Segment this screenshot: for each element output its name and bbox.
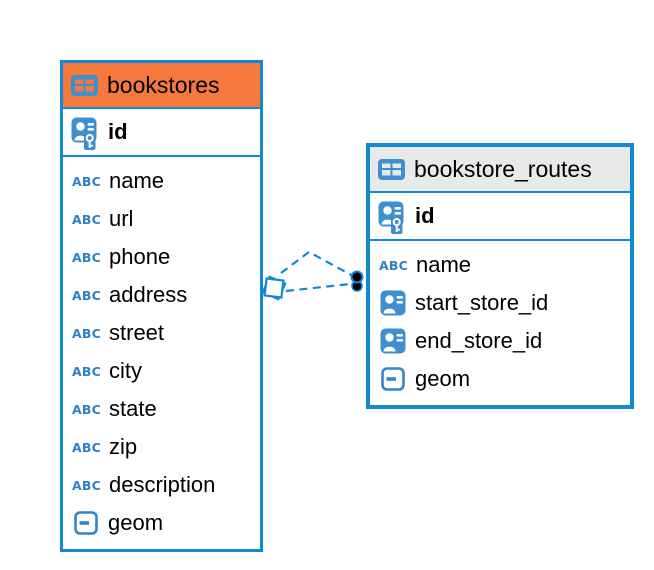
column-row-geom[interactable]: geom <box>63 504 260 542</box>
text-type-icon: ABC <box>72 287 101 303</box>
table-bookstore-routes[interactable]: bookstore_routes id ABC name start_store_i… <box>366 143 634 409</box>
column-row-start_store_id[interactable]: start_store_id <box>370 284 630 322</box>
reference-type-icon <box>378 289 408 317</box>
geometry-type-icon <box>71 509 101 537</box>
fk-line-lower[interactable] <box>285 282 351 293</box>
column-row-geom[interactable]: geom <box>370 360 630 398</box>
column-name: url <box>109 206 134 231</box>
text-type-icon: ABC <box>72 439 101 455</box>
column-name: end_store_id <box>415 328 543 353</box>
geometry-type-icon <box>378 365 408 393</box>
column-row-description[interactable]: ABC description <box>63 466 260 504</box>
column-row-zip[interactable]: ABC zip <box>63 428 260 466</box>
text-type-icon: ABC <box>72 401 101 417</box>
column-name: start_store_id <box>415 290 549 315</box>
column-name: geom <box>415 366 471 391</box>
column-row-street[interactable]: ABC street <box>63 314 260 352</box>
primary-key-name: id <box>108 119 128 144</box>
column-name: zip <box>109 434 138 459</box>
column-name: city <box>109 358 142 383</box>
column-name: geom <box>108 510 164 535</box>
text-type-icon: ABC <box>72 249 101 265</box>
text-type-icon: ABC <box>72 477 101 493</box>
primary-key-name: id <box>415 203 435 228</box>
relationship-connector[interactable] <box>250 235 375 325</box>
primary-key-row[interactable]: id <box>63 109 260 157</box>
table-header[interactable]: bookstore_routes <box>370 147 630 193</box>
dot-endpoint-icon-upper <box>350 270 364 284</box>
column-row-city[interactable]: ABC city <box>63 352 260 390</box>
text-type-icon: ABC <box>72 363 101 379</box>
column-name: name <box>109 168 165 193</box>
text-type-icon: ABC <box>72 325 101 341</box>
column-row-address[interactable]: ABC address <box>63 276 260 314</box>
text-type-icon: ABC <box>72 211 101 227</box>
column-name: description <box>109 472 216 497</box>
column-row-end_store_id[interactable]: end_store_id <box>370 322 630 360</box>
column-name: address <box>109 282 188 307</box>
text-type-icon: ABC <box>379 257 408 273</box>
column-name: name <box>416 252 472 277</box>
column-row-name[interactable]: ABC name <box>370 246 630 284</box>
column-row-phone[interactable]: ABC phone <box>63 238 260 276</box>
table-title: bookstores <box>107 71 220 98</box>
table-icon <box>378 158 405 180</box>
primary-key-icon <box>378 201 408 241</box>
diamond-endpoint-icon <box>261 275 287 301</box>
column-name: street <box>109 320 165 345</box>
table-title: bookstore_routes <box>414 155 592 182</box>
column-name: state <box>109 396 157 421</box>
column-name: phone <box>109 244 171 269</box>
table-header[interactable]: bookstores <box>63 63 260 109</box>
primary-key-row[interactable]: id <box>370 193 630 241</box>
primary-key-icon <box>71 117 101 157</box>
reference-type-icon <box>378 327 408 355</box>
fk-line-upper[interactable] <box>280 250 354 277</box>
column-row-state[interactable]: ABC state <box>63 390 260 428</box>
text-type-icon: ABC <box>72 173 101 189</box>
column-row-url[interactable]: ABC url <box>63 200 260 238</box>
column-row-name[interactable]: ABC name <box>63 162 260 200</box>
table-icon <box>71 74 98 96</box>
